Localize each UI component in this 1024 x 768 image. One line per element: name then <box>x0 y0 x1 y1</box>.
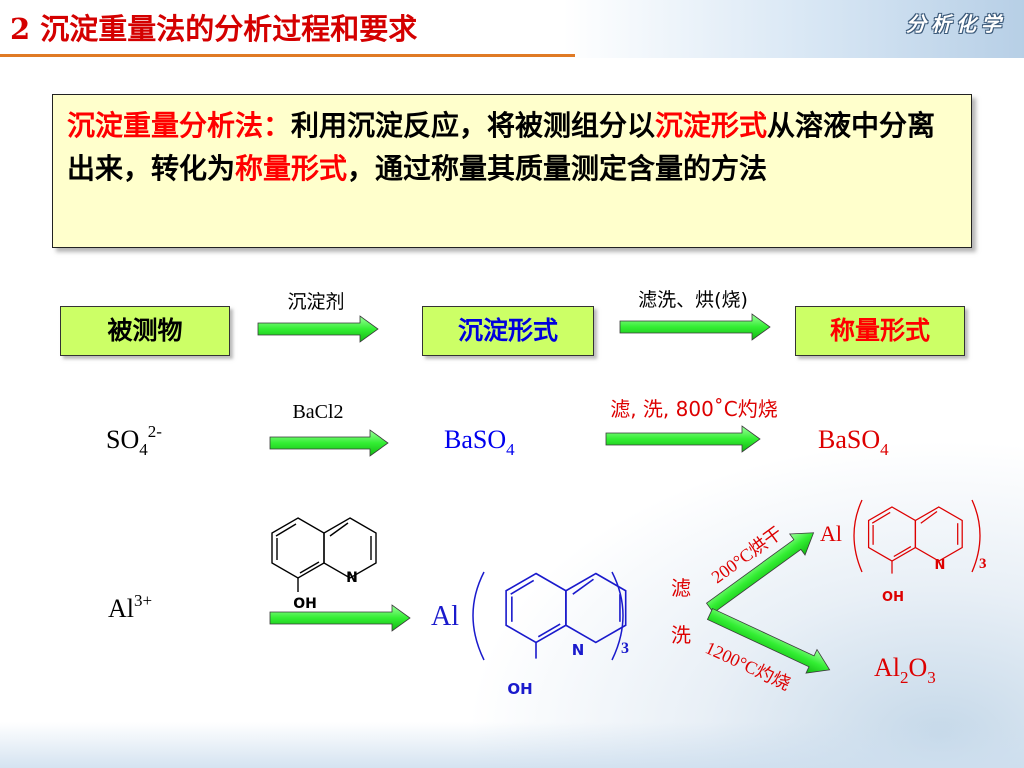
definition-text-1: 利用沉淀反应，将被测组分以 <box>291 109 656 142</box>
complex-structure <box>505 572 627 660</box>
definition-text-3: ，通过称量其质量测定含量的方法 <box>347 152 768 185</box>
example-1-analyte: SO42- <box>106 422 162 459</box>
complex-left-paren <box>472 571 485 661</box>
complex-right-paren <box>611 571 624 661</box>
example-1-condition: 滤, 洗, 800˚C灼烧 <box>610 397 778 421</box>
example-1-weighing-form: BaSO4 <box>818 425 889 459</box>
branch-1-n: N <box>935 558 946 573</box>
branch-1-count: 3 <box>979 556 987 572</box>
filter-label: 滤 <box>671 576 691 600</box>
definition-highlight-weighing-form: 称量形式 <box>235 152 348 185</box>
complex-metal: Al <box>431 601 459 632</box>
title-underline <box>0 54 575 57</box>
flow-box-analyte: 被测物 <box>60 306 230 356</box>
definition-highlight-precipitate-form: 沉淀形式 <box>655 109 768 142</box>
header-band <box>0 0 1024 58</box>
complex-n: N <box>572 641 585 659</box>
branch-1-left-paren <box>853 499 863 573</box>
example-1-reagent: BaCl2 <box>292 401 343 423</box>
reagent-structure-oh: OH <box>293 596 317 612</box>
wash-label: 洗 <box>671 623 691 647</box>
definition-box: 沉淀重量分析法：利用沉淀反应，将被测组分以沉淀形式从溶液中分离出来，转化为称量形… <box>52 94 972 248</box>
example-1-arrow-1 <box>269 429 389 457</box>
branch-2-product: Al2O3 <box>874 653 936 687</box>
flow-box-weighing-form: 称量形式 <box>795 306 965 356</box>
example-1-precipitate: BaSO4 <box>444 425 515 459</box>
flow-arrow-1 <box>257 315 379 343</box>
branch-arrow-drying <box>705 532 815 614</box>
definition-term: 沉淀重量分析法： <box>67 109 292 142</box>
branch-1-structure <box>867 506 963 575</box>
background-bottom-band <box>0 722 1024 768</box>
page-title: 2 沉淀重量法的分析过程和要求 <box>10 12 418 46</box>
flow-arrow-2 <box>619 313 771 341</box>
flow-arrow-2-label: 滤洗、烘(烧) <box>638 289 748 311</box>
background-glow <box>464 438 1024 768</box>
flow-box-precipitate-form: 沉淀形式 <box>422 306 594 356</box>
example-1-arrow-2 <box>605 425 761 453</box>
example-2-arrow-1 <box>269 604 411 632</box>
definition-text-2: 从溶液中分离出来，转化为 <box>67 109 936 185</box>
complex-oh: OH <box>507 680 532 698</box>
reagent-structure-8-hydroxyquinoline <box>271 517 377 593</box>
example-2-analyte: Al3+ <box>108 591 152 623</box>
branch-arrow-ignition <box>706 608 831 674</box>
complex-count: 3 <box>621 640 629 657</box>
branch-1-right-paren <box>971 499 981 573</box>
course-logo: 分析化学 <box>906 12 1006 36</box>
reagent-structure-n: N <box>346 570 358 586</box>
branch-1-metal: Al <box>820 521 842 546</box>
flow-arrow-1-label: 沉淀剂 <box>287 291 344 313</box>
branch-1-oh: OH <box>882 590 904 605</box>
